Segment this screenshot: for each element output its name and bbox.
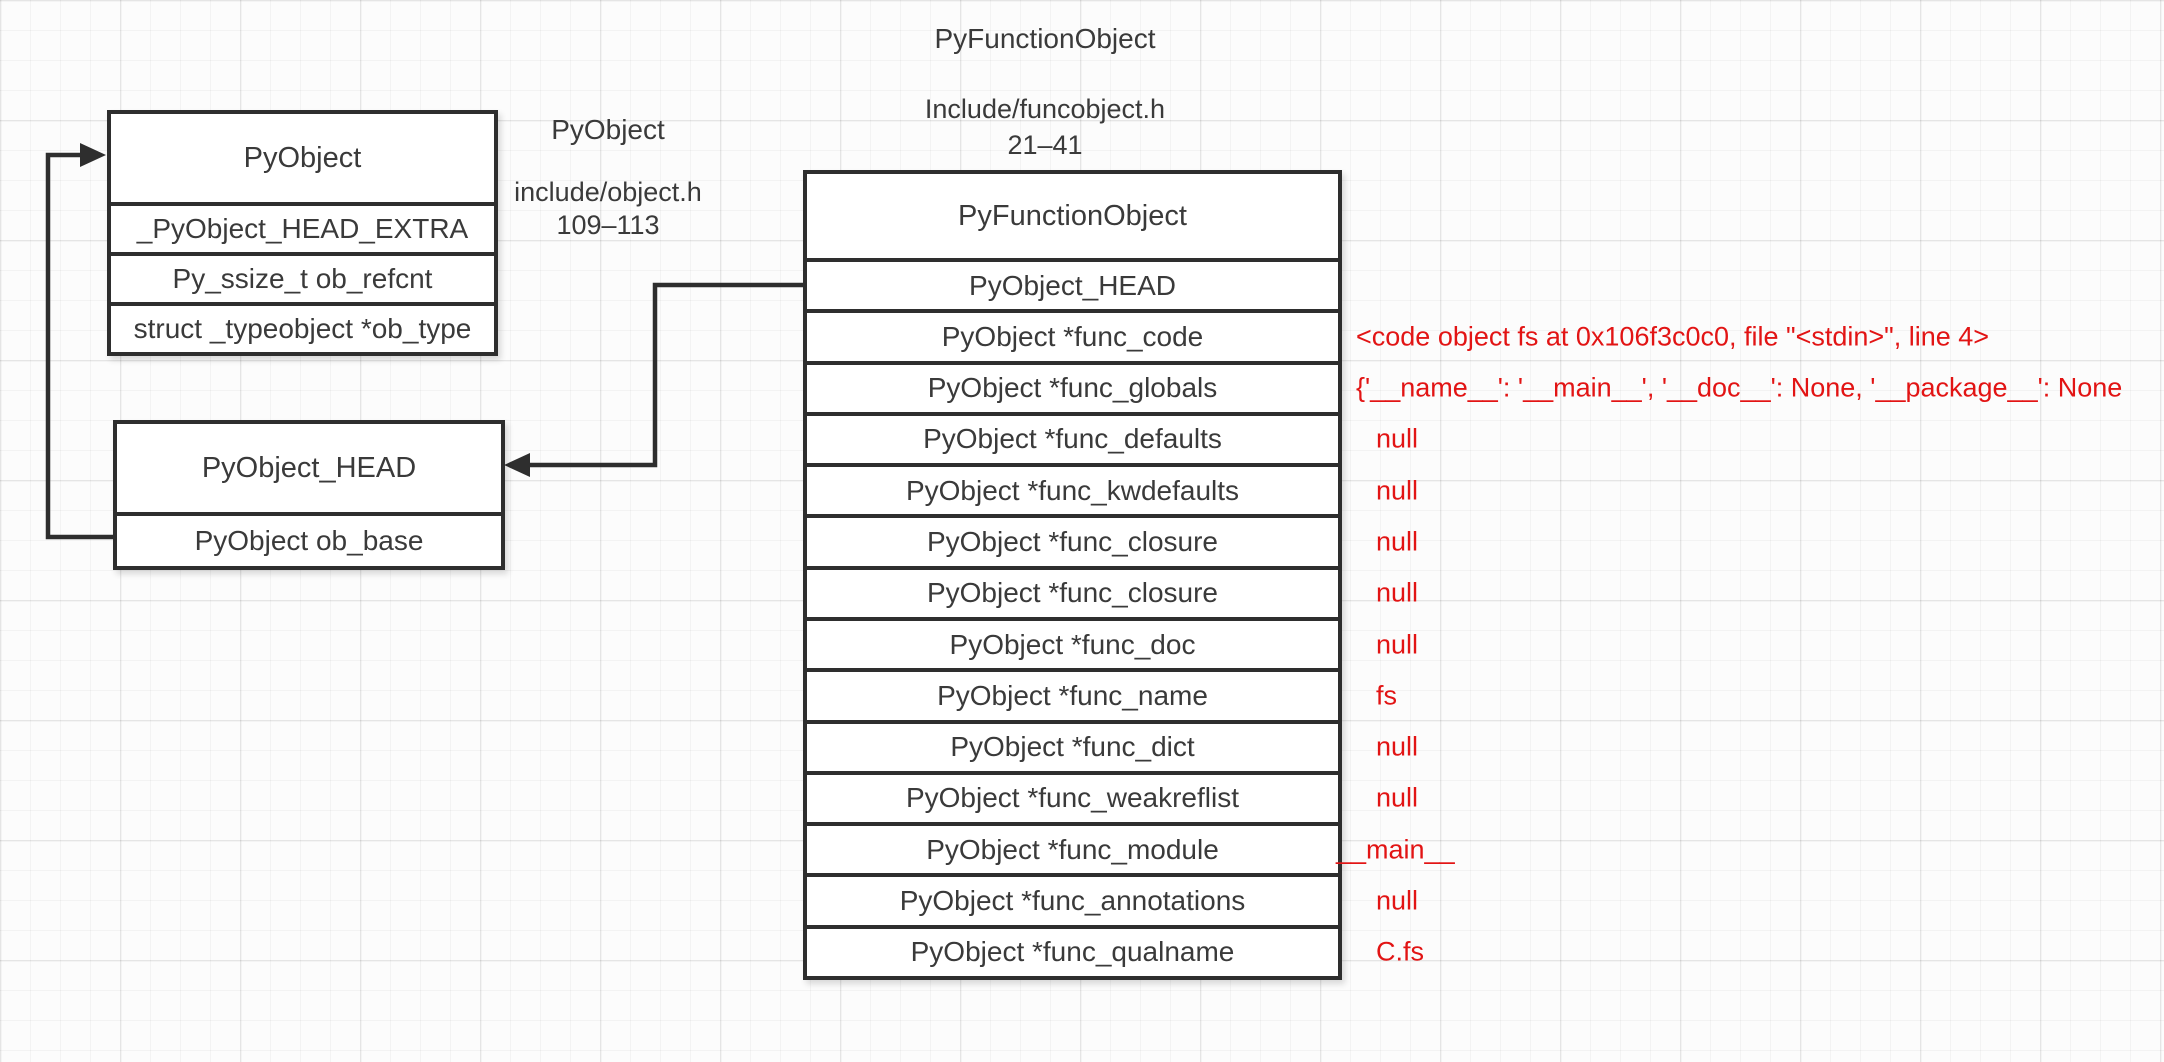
struct-row-pyobject-func_defaults: PyObject *func_defaults null xyxy=(807,415,1418,468)
pyobject-box-header: PyObject xyxy=(111,114,494,206)
row-value-annotation: null xyxy=(1376,885,1419,916)
struct-row-pyobject-func_module: PyObject *func_module __main__ xyxy=(807,826,1455,878)
row-label: PyObject *func_module xyxy=(926,833,1219,865)
row-label: PyObject *func_defaults xyxy=(923,423,1222,455)
struct-row-pyobject-func_qualname: PyObject *func_qualname C.fs xyxy=(807,928,1424,976)
diagram-title-lines: 21–41 xyxy=(1007,130,1083,160)
row-label: PyObject *func_closure xyxy=(926,526,1219,558)
row-value-annotation: fs xyxy=(1376,680,1398,711)
row-label: PyObject *func_dict xyxy=(950,731,1195,763)
row-label: PyObject *func_name xyxy=(937,679,1208,711)
row-label: PyObject *func_weakreflist xyxy=(905,782,1240,814)
struct-row-pyobject-func_closure: PyObject *func_closure null xyxy=(807,569,1418,621)
struct-row-pyobject-ob_base: PyObject ob_base xyxy=(117,516,501,566)
struct-row-pyobject_head: PyObject_HEAD xyxy=(807,262,1338,314)
row-label: struct _typeobject *ob_type xyxy=(133,313,472,344)
struct-row-pyobject-func_annotations: PyObject *func_annotations null xyxy=(807,877,1418,929)
struct-row-_pyobject_head_extra: _PyObject_HEAD_EXTRA xyxy=(111,206,494,256)
row-label: PyObject_HEAD xyxy=(969,269,1176,301)
struct-row-pyobject-func_dict: PyObject *func_dict null xyxy=(807,723,1418,775)
row-value-annotation: C.fs xyxy=(1376,936,1425,967)
struct-row-pyobject-func_closure: PyObject *func_closure null xyxy=(807,518,1418,570)
pyfunctionobject-box: PyFunctionObject PyObject_HEAD PyObject *… xyxy=(803,170,2122,980)
row-value-annotation: null xyxy=(1376,577,1419,608)
row-value-annotation: null xyxy=(1376,423,1419,454)
row-value-annotation: <code object fs at 0x106f3c0c0, file "<s… xyxy=(1356,321,1990,352)
arrowhead-right-icon xyxy=(80,143,106,167)
struct-row-pyobject-func_name: PyObject *func_name fs xyxy=(807,672,1397,724)
struct-row-pyobject-func_weakreflist: PyObject *func_weakreflist null xyxy=(807,774,1418,827)
pyobject-head-box: PyObject_HEAD PyObject ob_base xyxy=(113,420,505,570)
arrowhead-left-icon xyxy=(504,453,530,477)
struct-row-pyobject-func_code: PyObject *func_code <code object fs at 0x… xyxy=(807,313,1989,365)
arrow-pyobjecthead-row-to-box xyxy=(528,282,803,468)
pyobject-label: PyObject xyxy=(551,114,665,145)
pyobject-box: PyObject _PyObject_HEAD_EXTRA Py_ssize_t … xyxy=(107,110,498,356)
row-label: Py_ssize_t ob_refcnt xyxy=(172,263,433,294)
pyobject-head-box-header: PyObject_HEAD xyxy=(117,424,501,516)
row-label: PyObject *func_closure xyxy=(926,577,1219,609)
arrow-obbase-to-pyobject xyxy=(45,152,115,540)
row-value-annotation: null xyxy=(1376,475,1419,506)
pyobject-box-rows: _PyObject_HEAD_EXTRA Py_ssize_t ob_refcnt… xyxy=(111,206,494,352)
pyobject-label-file: include/object.h xyxy=(514,177,702,207)
pyfunctionobject-box-header: PyFunctionObject xyxy=(807,174,1338,262)
struct-row-pyobject-func_globals: PyObject *func_globals {'__name__': '__ma… xyxy=(807,364,2122,416)
struct-row-pyobject-func_doc: PyObject *func_doc null xyxy=(807,620,1418,673)
row-label: _PyObject_HEAD_EXTRA xyxy=(136,213,469,244)
struct-row-struct-_typeobject-ob_type: struct _typeobject *ob_type xyxy=(111,306,494,352)
row-value-annotation: null xyxy=(1376,629,1419,660)
row-label: PyObject *func_code xyxy=(941,320,1204,352)
diagram-title: PyFunctionObject xyxy=(934,23,1156,54)
pyobject-label-lines: 109–113 xyxy=(556,210,660,240)
row-value-annotation: null xyxy=(1376,526,1419,557)
row-value-annotation: __main__ xyxy=(1336,834,1455,865)
pyobject-head-box-rows: PyObject ob_base xyxy=(117,516,501,566)
row-label: PyObject *func_qualname xyxy=(910,936,1235,968)
struct-row-pyobject-func_kwdefaults: PyObject *func_kwdefaults null xyxy=(807,467,1418,519)
row-label: PyObject *func_globals xyxy=(927,372,1218,404)
row-label: PyObject *func_kwdefaults xyxy=(905,474,1240,506)
row-value-annotation: null xyxy=(1376,731,1419,762)
pyfunctionobject-box-rows: PyObject_HEAD PyObject *func_code <code ob… xyxy=(807,262,2122,976)
row-label: PyObject *func_doc xyxy=(949,628,1196,660)
row-label: PyObject *func_annotations xyxy=(899,885,1246,917)
diagram-title-file: Include/funcobject.h xyxy=(924,94,1166,124)
row-value-annotation: null xyxy=(1376,782,1419,813)
row-label: PyObject ob_base xyxy=(194,525,424,556)
row-value-annotation: {'__name__': '__main__', '__doc__': None… xyxy=(1356,372,2123,403)
struct-row-py_ssize_t-ob_refcnt: Py_ssize_t ob_refcnt xyxy=(111,256,494,306)
